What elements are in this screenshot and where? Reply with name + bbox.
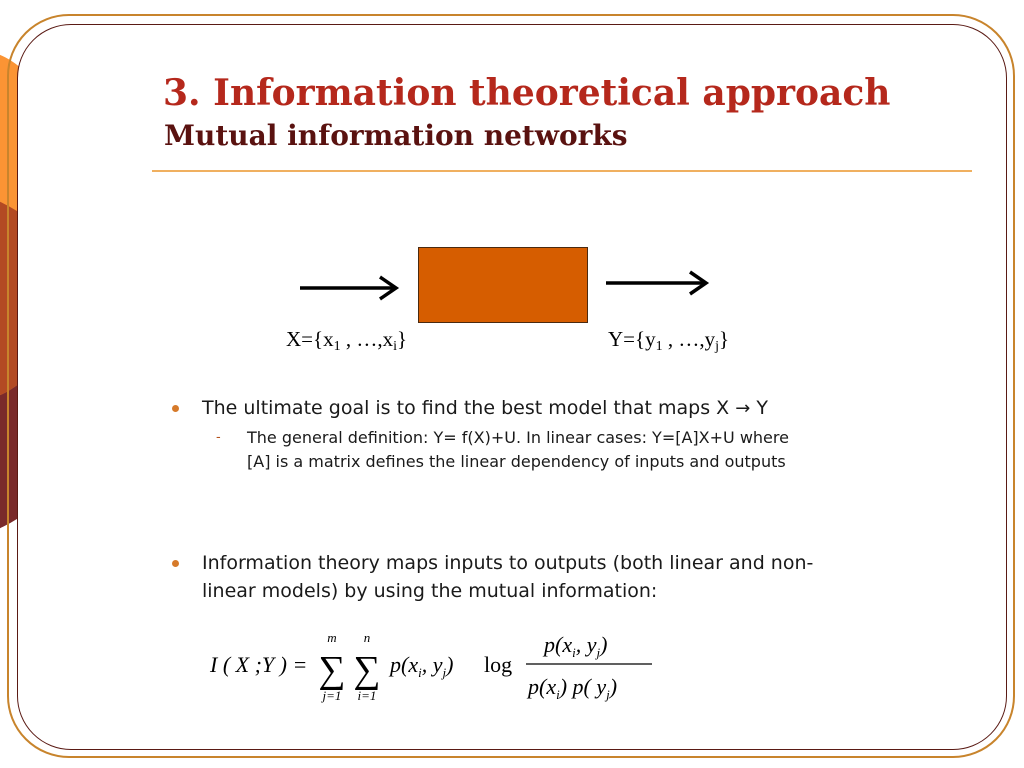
bullet-mutual-information-line2: linear models) by using the mutual infor… <box>202 580 658 602</box>
inner-frame <box>17 24 1007 750</box>
output-variables-label: Y={y1 , …,yj} <box>608 326 730 354</box>
input-arrow-icon <box>300 275 400 301</box>
output-label-first-subscript: 1 <box>655 339 663 354</box>
formula-sum2-upper: n <box>364 630 371 645</box>
bullet-goal-text: The ultimate goal is to find the best mo… <box>202 397 730 419</box>
formula-sum2-symbol: ∑ <box>353 649 380 691</box>
content-panel <box>18 25 1005 748</box>
mutual-information-formula: I ( X ;Y ) = m ∑ j=1 n ∑ i=1 p(xi, yj) l… <box>209 630 652 703</box>
output-label-last-subscript: j <box>715 339 719 354</box>
bullet-dot <box>172 560 179 567</box>
input-label-first-subscript: 1 <box>333 339 341 354</box>
formula-lhs: I ( X ;Y ) = <box>209 652 307 677</box>
sub-bullet-definition-line2: [A] is a matrix defines the linear depen… <box>247 452 786 471</box>
output-label-suffix: } <box>718 327 730 351</box>
sub-bullet-definition-line1: The general definition: Y= f(X)+U. In li… <box>247 428 789 447</box>
input-label-last-subscript: i <box>393 339 397 354</box>
formula-numerator: p(xi, yj) <box>542 632 607 660</box>
formula-joint-probability: p(xi, yj) <box>388 652 453 680</box>
outer-frame <box>7 14 1015 758</box>
input-label-prefix: X={x <box>286 327 334 351</box>
output-label-prefix: Y={y <box>608 327 656 351</box>
input-label-middle: , …,x <box>340 327 394 351</box>
bullet-dot <box>172 405 179 412</box>
formula-sum2-lower: i=1 <box>358 688 377 703</box>
bullet-mutual-information-line1: Information theory maps inputs to output… <box>202 552 814 574</box>
formula-sum1-upper: m <box>327 630 336 645</box>
sub-bullet-marker: - <box>216 430 221 445</box>
input-label-suffix: } <box>396 327 408 351</box>
output-label-middle: , …,y <box>662 327 716 351</box>
right-arrow-icon: → <box>735 398 751 419</box>
slide-title: 3. Information theoretical approach <box>163 72 891 114</box>
input-variables-label: X={x1 , …,xi} <box>286 326 408 354</box>
title-divider <box>152 170 972 172</box>
formula-denominator: p(xi) p( yj) <box>526 674 617 702</box>
bullet-goal: The ultimate goal is to find the best mo… <box>202 394 768 423</box>
output-arrow-icon <box>606 270 710 296</box>
formula-sum1-lower: j=1 <box>321 688 342 703</box>
bullet-goal-target: Y <box>756 397 768 419</box>
formula-log: log <box>484 652 512 677</box>
formula-sum1-symbol: ∑ <box>318 649 345 691</box>
model-box <box>418 247 588 323</box>
slide-subtitle: Mutual information networks <box>164 119 628 152</box>
